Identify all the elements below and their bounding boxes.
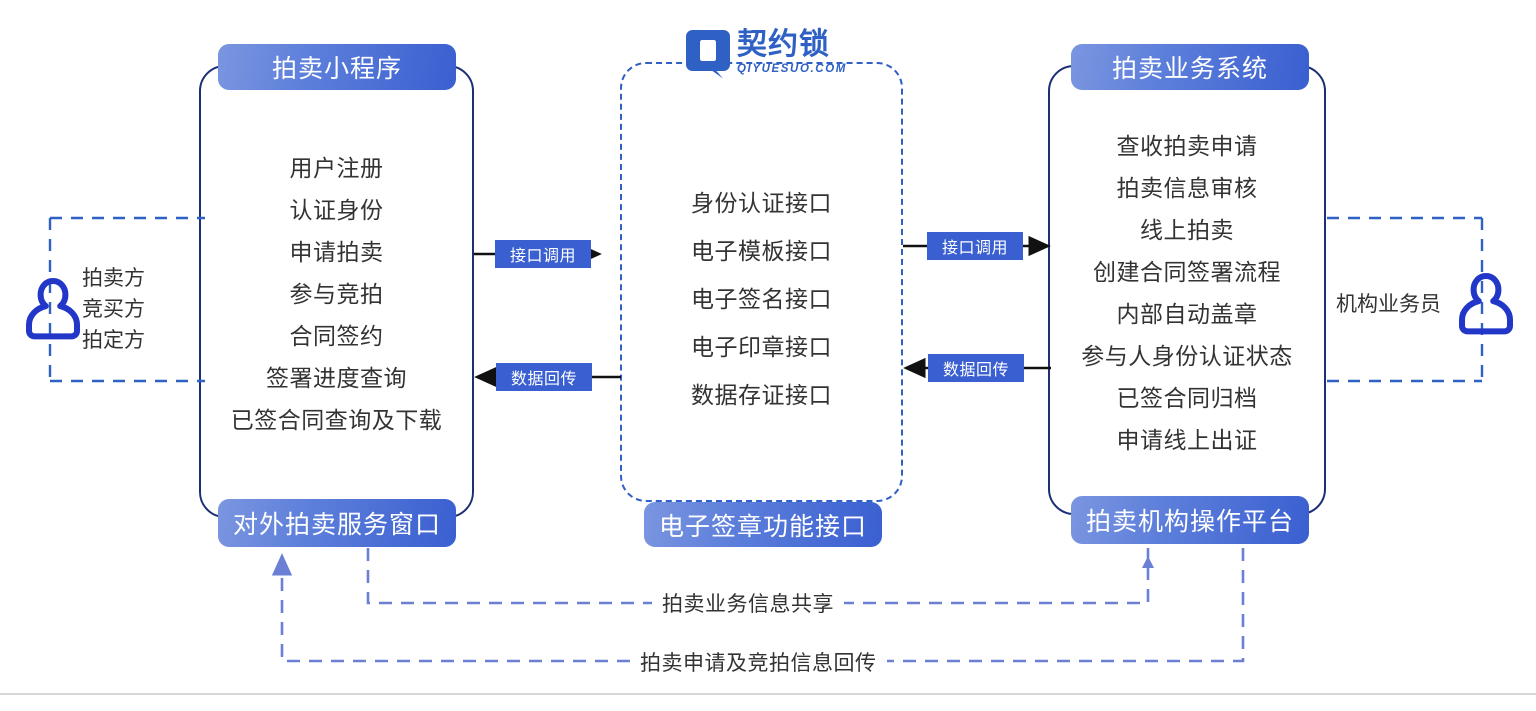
list-item: 创建合同签署流程 (1093, 259, 1281, 285)
panel-right-title-badge: 拍卖业务系统 (1071, 44, 1309, 90)
list-item: 内部自动盖章 (1116, 301, 1258, 327)
list-item: 参与人身份认证状态 (1081, 343, 1293, 369)
list-item: 签署进度查询 (266, 365, 407, 391)
panel-left-items: 用户注册 认证身份 申请拍卖 参与竞拍 合同签约 签署进度查询 已签合同查询及下… (201, 147, 472, 441)
actor-left-label-3: 拍定方 (82, 329, 145, 352)
logo-wordmark: 契约锁 (737, 28, 830, 61)
actor-left-labels: 拍卖方 竞买方 拍定方 (82, 263, 145, 356)
panel-middle-items: 身份认证接口 电子模板接口 电子签名接口 电子印章接口 数据存证接口 (622, 179, 901, 419)
panel-right-items: 查收拍卖申请 拍卖信息审核 线上拍卖 创建合同签署流程 内部自动盖章 参与人身份… (1050, 125, 1324, 461)
qiyuesuo-logo: 契约锁 QIYUESUO.COM (684, 28, 847, 94)
actor-left-label-1: 拍卖方 (82, 267, 145, 290)
panel-left-title-badge: 拍卖小程序 (218, 44, 456, 90)
flow-label-middle-to-right-call: 接口调用 (927, 232, 1023, 260)
list-item: 用户注册 (289, 155, 384, 181)
list-item: 电子模板接口 (691, 238, 832, 264)
list-item: 查收拍卖申请 (1116, 133, 1258, 159)
right-actor-dashed-box (1327, 216, 1484, 383)
arrowhead-into-right-footer (1142, 556, 1154, 568)
list-item: 线上拍卖 (1140, 217, 1234, 243)
list-item: 合同签约 (289, 323, 384, 349)
logo-domain: QIYUESUO.COM (737, 63, 847, 75)
panel-right-footer-badge: 拍卖机构操作平台 (1071, 496, 1309, 544)
link-label-auction-feedback: 拍卖申请及竞拍信息回传 (630, 647, 887, 677)
actor-agency-operator: 机构业务员 (1336, 270, 1515, 340)
list-item: 数据存证接口 (691, 382, 832, 408)
list-item: 拍卖信息审核 (1116, 175, 1258, 201)
link-auction-application-feedback (271, 548, 1245, 663)
actor-auction-parties: 拍卖方 竞买方 拍定方 (24, 263, 145, 356)
panel-esign-interfaces: 身份认证接口 电子模板接口 电子签名接口 电子印章接口 数据存证接口 (620, 62, 903, 502)
actor-right-label: 机构业务员 (1336, 293, 1441, 316)
list-item: 已签合同查询及下载 (230, 407, 443, 433)
list-item: 申请拍卖 (289, 239, 384, 265)
panel-left-footer-badge: 对外拍卖服务窗口 (218, 499, 456, 547)
flow-label-left-to-middle-call: 接口调用 (495, 240, 591, 268)
qiyuesuo-logo-icon (686, 30, 730, 79)
actor-left-label-2: 竞买方 (82, 298, 145, 321)
list-item: 电子签名接口 (691, 286, 832, 312)
list-item: 身份认证接口 (691, 190, 832, 216)
list-item: 电子印章接口 (691, 334, 832, 360)
panel-auction-miniprogram: 用户注册 认证身份 申请拍卖 参与竞拍 合同签约 签署进度查询 已签合同查询及下… (199, 65, 474, 518)
list-item: 申请线上出证 (1116, 427, 1258, 453)
panel-middle-footer-badge: 电子签章功能接口 (644, 502, 882, 547)
left-actor-dashed-box (48, 216, 205, 383)
list-item: 已签合同归档 (1116, 385, 1258, 411)
flow-label-middle-to-left-return: 数据回传 (496, 363, 592, 391)
link-label-business-info-share: 拍卖业务信息共享 (652, 588, 844, 618)
list-item: 参与竞拍 (289, 281, 384, 307)
flow-label-right-to-middle-return: 数据回传 (928, 354, 1024, 382)
list-item: 认证身份 (289, 197, 384, 223)
user-icon (26, 277, 80, 339)
user-icon (1459, 273, 1513, 335)
